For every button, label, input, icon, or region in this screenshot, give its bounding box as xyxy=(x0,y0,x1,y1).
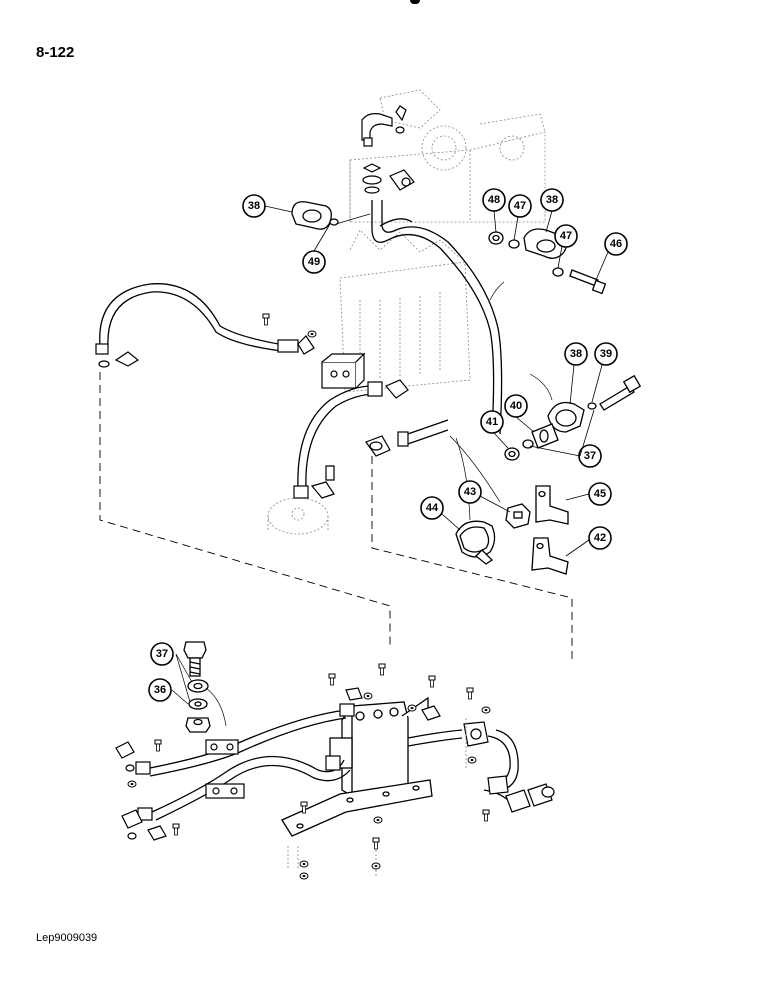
svg-text:49: 49 xyxy=(308,256,320,268)
svg-text:47: 47 xyxy=(514,200,526,212)
svg-text:41: 41 xyxy=(486,416,498,428)
hoses-upper xyxy=(99,200,503,489)
callout-46: 46 xyxy=(604,232,628,256)
callout-47a: 47 xyxy=(508,194,532,218)
svg-text:38: 38 xyxy=(570,348,582,360)
hose-fittings-lower xyxy=(115,687,555,841)
top-fittings xyxy=(361,105,415,194)
brackets-and-band xyxy=(455,485,569,575)
callout-39: 39 xyxy=(594,342,618,366)
callout-38c: 38 xyxy=(564,342,588,366)
leader-lines-top xyxy=(99,372,573,660)
callout-38a: 38 xyxy=(242,194,266,218)
nut-upper-left xyxy=(307,330,317,338)
bolt-stack-lower xyxy=(127,663,491,880)
svg-text:44: 44 xyxy=(426,502,439,514)
mounting-plate xyxy=(281,779,433,837)
svg-text:47: 47 xyxy=(560,230,572,242)
cropped-header-mark xyxy=(410,0,420,4)
drawing-reference: Lep9009039 xyxy=(36,932,98,944)
svg-text:37: 37 xyxy=(156,648,168,660)
callout-pointers xyxy=(264,205,609,557)
faint-lower-detail xyxy=(287,718,467,876)
callout-42: 42 xyxy=(588,526,612,550)
svg-text:42: 42 xyxy=(594,532,606,544)
callout-43: 43 xyxy=(458,480,482,504)
callout-48: 48 xyxy=(482,188,506,212)
svg-text:36: 36 xyxy=(154,684,166,696)
svg-text:39: 39 xyxy=(600,348,612,360)
pointer-lines-top xyxy=(335,213,553,521)
right-clamp-assembly xyxy=(488,228,607,295)
faint-valve-block-background xyxy=(267,89,546,535)
pointer-lines-bottom xyxy=(171,653,227,727)
callout-37b: 37 xyxy=(150,642,174,666)
bolt-37-washers-36 xyxy=(183,641,211,733)
svg-text:46: 46 xyxy=(610,238,622,250)
callout-47b: 47 xyxy=(554,224,578,248)
clamp-38-left xyxy=(291,201,339,230)
page-number: 8-122 xyxy=(36,44,75,61)
callout-36: 36 xyxy=(148,678,172,702)
svg-text:43: 43 xyxy=(464,486,476,498)
callout-45: 45 xyxy=(588,482,612,506)
clamp-assembly-38-39-40-41 xyxy=(504,374,642,461)
svg-text:40: 40 xyxy=(510,400,522,412)
callout-49: 49 xyxy=(302,250,326,274)
callout-37a: 37 xyxy=(578,444,602,468)
callout-41: 41 xyxy=(480,410,504,434)
svg-text:45: 45 xyxy=(594,488,606,500)
svg-text:48: 48 xyxy=(488,194,500,206)
svg-text:37: 37 xyxy=(584,450,596,462)
bolt-upper-left xyxy=(262,313,270,326)
svg-text:38: 38 xyxy=(546,194,558,206)
callout-38b: 38 xyxy=(540,188,564,212)
hose-end-fittings-upper xyxy=(95,335,409,499)
callout-44: 44 xyxy=(420,496,444,520)
callout-40: 40 xyxy=(504,394,528,418)
svg-text:38: 38 xyxy=(248,200,260,212)
